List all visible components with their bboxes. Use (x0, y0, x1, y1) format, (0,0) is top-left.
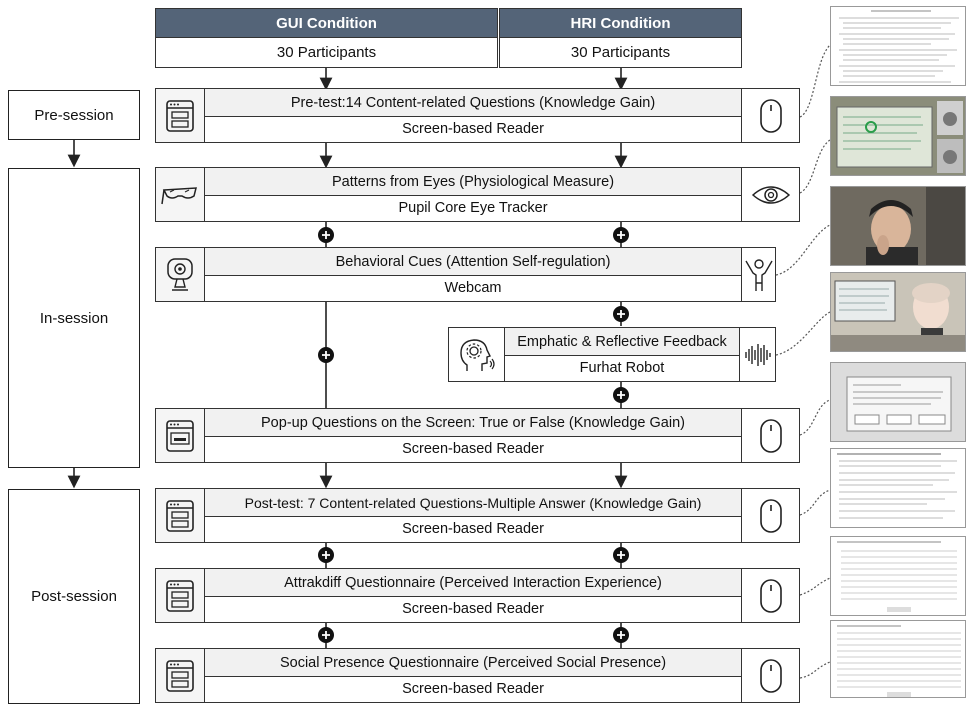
posttest-screenshot-thumbnail (830, 448, 966, 528)
stage-title: Emphatic & Reflective Feedback (505, 328, 739, 356)
stage-title: Social Presence Questionnaire (Perceived… (205, 649, 741, 677)
stage-eyes: Patterns from Eyes (Physiological Measur… (204, 167, 742, 222)
popup-question-thumbnail (830, 362, 966, 442)
person-arms-up-icon (741, 247, 776, 302)
mouse-icon (741, 408, 800, 463)
stage-tool: Screen-based Reader (402, 680, 544, 697)
hri-condition-header: HRI Condition (499, 8, 742, 38)
stage-tool: Screen-based Reader (402, 600, 544, 617)
gui-condition-title: GUI Condition (276, 14, 377, 32)
hri-condition-title: HRI Condition (570, 14, 671, 32)
hri-participants: 30 Participants (499, 38, 742, 68)
stage-title: Pre-test:14 Content-related Questions (K… (205, 89, 741, 117)
browser-icon (155, 88, 205, 143)
stage-tool: Screen-based Reader (402, 520, 544, 537)
browser-icon (155, 648, 205, 703)
browser-icon (155, 568, 205, 623)
gui-condition-header: GUI Condition (155, 8, 498, 38)
stage-tool: Furhat Robot (579, 359, 665, 376)
mouse-icon (741, 568, 800, 623)
social-presence-screenshot-thumbnail (830, 620, 966, 698)
stage-title: Pop-up Questions on the Screen: True or … (205, 409, 741, 437)
gui-participants: 30 Participants (155, 38, 498, 68)
stage-tool: Screen-based Reader (402, 440, 544, 457)
stage-feedback: Emphatic & Reflective Feedback Furhat Ro… (504, 327, 740, 382)
stage-social: Social Presence Questionnaire (Perceived… (204, 648, 742, 703)
stage-popup: Pop-up Questions on the Screen: True or … (204, 408, 742, 463)
mouse-icon (741, 88, 800, 143)
mouse-icon (741, 648, 800, 703)
gui-participants-label: 30 Participants (276, 44, 377, 61)
phase-label: In-session (39, 309, 109, 327)
eye-tracker-view-thumbnail (830, 96, 966, 176)
stage-behavior: Behavioral Cues (Attention Self-regulati… (204, 247, 742, 302)
browser-popup-icon (155, 408, 205, 463)
stage-tool: Screen-based Reader (402, 120, 544, 137)
stage-title: Patterns from Eyes (Physiological Measur… (205, 168, 741, 196)
sound-wave-icon (739, 327, 776, 382)
furhat-robot-thumbnail (830, 272, 966, 352)
eye-tracker-glasses-icon (155, 167, 205, 222)
eye-icon (741, 167, 800, 222)
browser-icon (155, 488, 205, 543)
phase-pre-session: Pre-session (8, 90, 140, 140)
stage-title: Post-test: 7 Content-related Questions-M… (205, 489, 741, 517)
head-gear-icon (448, 327, 505, 382)
stage-tool: Pupil Core Eye Tracker (398, 199, 548, 216)
attrakdiff-screenshot-thumbnail (830, 536, 966, 616)
stage-pretest: Pre-test:14 Content-related Questions (K… (204, 88, 742, 143)
plus-markers (318, 227, 629, 643)
stage-posttest: Post-test: 7 Content-related Questions-M… (204, 488, 742, 543)
webcam-view-thumbnail (830, 186, 966, 266)
phase-label: Pre-session (34, 106, 114, 124)
stage-attrakdiff: Attrakdiff Questionnaire (Perceived Inte… (204, 568, 742, 623)
stage-tool: Webcam (444, 279, 502, 296)
webcam-icon (155, 247, 205, 302)
mouse-icon (741, 488, 800, 543)
hri-participants-label: 30 Participants (570, 44, 671, 61)
phase-in-session: In-session (8, 168, 140, 468)
stage-title: Attrakdiff Questionnaire (Perceived Inte… (205, 569, 741, 597)
phase-post-session: Post-session (8, 489, 140, 704)
pretest-screenshot-thumbnail (830, 6, 966, 86)
phase-label: Post-session (31, 588, 117, 605)
stage-title: Behavioral Cues (Attention Self-regulati… (205, 248, 741, 276)
